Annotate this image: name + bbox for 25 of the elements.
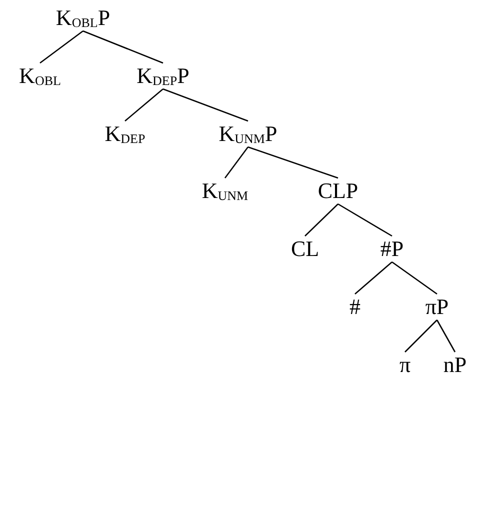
tree-node-label: K$_{OBL}$ bbox=[19, 65, 61, 87]
tree-node-label: π bbox=[399, 354, 411, 376]
tree-branch bbox=[248, 146, 338, 179]
tree-node-label: πP bbox=[425, 296, 449, 318]
tree-node-label: nP bbox=[443, 354, 467, 376]
tree-branch bbox=[354, 262, 392, 294]
tree-node-label: K$_{DEP}$ bbox=[104, 123, 146, 145]
tree-node-label: K$_{UNM}$P bbox=[218, 123, 278, 145]
tree-branch bbox=[124, 88, 164, 122]
tree-node-label: CL bbox=[290, 238, 320, 260]
tree-node-label: # bbox=[350, 296, 360, 318]
tree-branch bbox=[82, 30, 164, 64]
tree-branch bbox=[304, 204, 338, 236]
tree-node-label: #P bbox=[380, 238, 404, 260]
tree-node-label: K$_{UNM}$ bbox=[202, 180, 248, 202]
tree-branch bbox=[404, 320, 438, 352]
tree-branch bbox=[40, 30, 84, 64]
tree-branch bbox=[338, 203, 392, 237]
tree-node-label: K$_{DEP}$P bbox=[136, 65, 190, 87]
tree-node-label: K$_{OBL}$P bbox=[56, 7, 110, 29]
tree-branch bbox=[436, 320, 456, 352]
tree-branch bbox=[224, 146, 249, 178]
tree-branch bbox=[162, 88, 248, 122]
tree-node-label: CLP bbox=[318, 180, 358, 202]
tree-branch bbox=[392, 261, 438, 295]
